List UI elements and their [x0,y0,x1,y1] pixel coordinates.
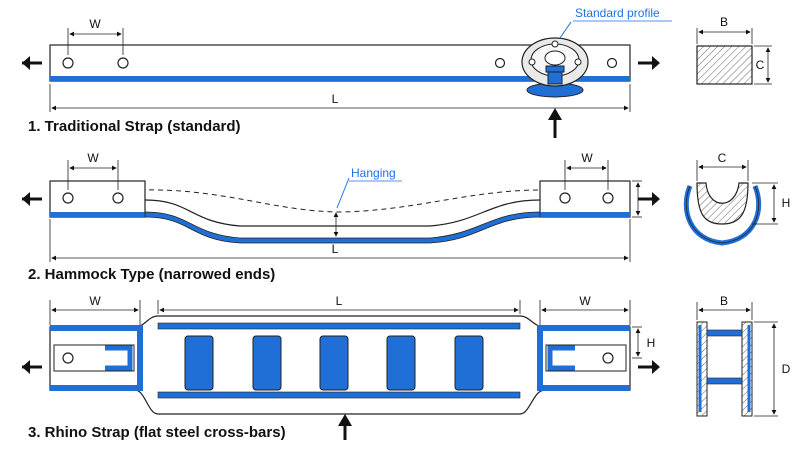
dimension-l-label: L [332,92,339,106]
hammock-strap: W W Hanging L C H [22,151,790,262]
bolt-hole [559,192,571,204]
dimension-w-label: W [89,294,101,308]
hammock-cross-section: C H [683,151,791,246]
hammock-blue-underside [144,211,541,244]
caption-hammock-type: 2. Hammock Type (narrowed ends) [28,266,276,283]
standard-profile-label: Standard profile [575,6,660,20]
dimension-w-label: W [89,17,101,31]
dimension-c-label: C [718,151,727,165]
rhino-end-right [537,325,630,391]
dimension-w-label: W [579,294,591,308]
traditional-cross-section: B C [696,15,772,85]
strap-blue-underside [50,76,630,81]
traditional-strap: W L Standard profile B C [22,6,772,138]
standard-profile-flange [521,37,589,98]
cross-bar [252,335,282,391]
rhino-cross-section: B D [696,294,791,417]
bolt-hole [62,192,74,204]
dimension-d-label: D [782,362,791,376]
caption-traditional-strap: 1. Traditional Strap (standard) [28,118,241,135]
bolt-hole [62,57,74,69]
dimension-w-label: W [581,151,593,165]
hanging-label: Hanging [351,166,396,180]
bolt-hole [112,192,124,204]
cross-bar [319,335,349,391]
rhino-strap: W W L H B D [22,294,791,440]
dimension-w-label: W [87,151,99,165]
bolt-hole [602,192,614,204]
dimension-l-label: L [332,242,339,256]
cross-bars [184,335,484,391]
standard-profile-leader [559,21,572,39]
caption-rhino-strap: 3. Rhino Strap (flat steel cross-bars) [28,424,286,441]
cross-bar [386,335,416,391]
bolt-hole [494,57,506,69]
dimension-b-label: B [720,294,728,308]
dimension-l-label: L [336,294,343,308]
bolt-hole [62,352,74,364]
dimension-b-label: B [720,15,728,29]
bolt-hole [606,57,618,69]
cross-bar [454,335,484,391]
bolt-hole [602,352,614,364]
dimension-h-label: H [647,336,656,350]
hanging-leader [336,177,350,209]
dimension-c-label: C [756,58,765,72]
bolt-hole [117,57,129,69]
dimension-h-label: H [782,196,791,210]
cross-bar [184,335,214,391]
